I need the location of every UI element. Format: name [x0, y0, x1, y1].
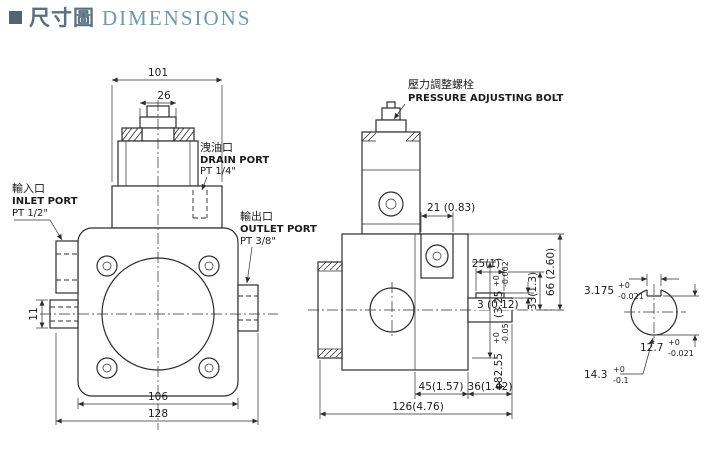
pressure-bolt-label-en: PRESSURE ADJUSTING BOLT	[408, 93, 563, 104]
inlet-port-label: 輸入口 INLET PORT PT 1/2"	[12, 181, 78, 241]
dim-45-label: 45(1.57)	[419, 381, 464, 393]
dim-128-label: 128	[148, 408, 168, 420]
side-flange-hatch	[317, 261, 343, 358]
drain-port-label-cn: 洩油口	[200, 140, 233, 154]
svg-text:(3.25: (3.25	[493, 291, 505, 318]
svg-text:-0.021: -0.021	[668, 349, 694, 358]
inlet-port-label-en: INLET PORT	[12, 196, 78, 207]
square-bullet-icon	[9, 11, 22, 24]
dim-flat-height-label: 14.3 +0 -0.1	[584, 365, 629, 385]
svg-text:-0.021: -0.021	[618, 292, 644, 301]
svg-text:+0: +0	[668, 338, 680, 347]
dim-11-label: 11	[28, 307, 40, 320]
side-view: 壓力調整螺栓 PRESSURE ADJUSTING BOLT 21 (0.83)…	[308, 77, 564, 419]
svg-text:+0: +0	[613, 365, 625, 374]
pressure-bolt-label: 壓力調整螺栓 PRESSURE ADJUSTING BOLT	[393, 77, 563, 120]
dim-26-label: 26	[157, 90, 171, 102]
dim-3-label: 3 (0.12)	[477, 299, 519, 311]
shaft-end-detail: 3.175 +0 -0.021 12.7 +0 -0.021 14.3 +0 -…	[584, 274, 699, 385]
inlet-port-size: PT 1/2"	[12, 208, 48, 219]
outlet-port-label-cn: 輸出口	[240, 209, 273, 223]
dim-126-label: 126(4.76)	[392, 401, 444, 413]
svg-text:3.175: 3.175	[584, 285, 614, 297]
section-header: 尺寸圖 DIMENSIONS	[9, 7, 252, 29]
svg-text:-0.002: -0.002	[501, 261, 510, 287]
svg-text:-0.1: -0.1	[613, 376, 629, 385]
svg-text:φ82.55: φ82.55	[493, 353, 505, 390]
outlet-port-label: 輸出口 OUTLET PORT PT 3/8"	[240, 209, 317, 284]
svg-text:): )	[493, 258, 505, 262]
svg-text:12.7: 12.7	[640, 342, 663, 354]
svg-text:+0: +0	[618, 281, 630, 290]
dim-key-width-label: 3.175 +0 -0.021	[584, 281, 644, 301]
outlet-port-label-en: OUTLET PORT	[240, 224, 317, 235]
dim-21-label: 21 (0.83)	[427, 202, 475, 214]
drain-port-label-en: DRAIN PORT	[200, 155, 269, 166]
front-inlet-block	[55, 240, 79, 294]
dim-66-label: 66 (2.60)	[545, 248, 557, 296]
front-outlet-block	[237, 284, 259, 332]
section-title-chinese: 尺寸圖	[29, 5, 95, 30]
pressure-bolt-label-cn: 壓力調整螺栓	[408, 77, 474, 91]
drain-port-size: PT 1/4"	[200, 166, 236, 177]
outlet-port-size: PT 3/8"	[240, 236, 276, 247]
svg-text:+0: +0	[492, 332, 501, 344]
side-housing-hatch	[361, 131, 421, 142]
front-upper-housing	[111, 185, 223, 229]
dim-36-label: 36(1.42)	[468, 381, 513, 393]
svg-text:-0.05: -0.05	[501, 323, 510, 344]
front-bolt-holes	[96, 255, 220, 379]
front-hatched-flange	[121, 127, 195, 142]
inlet-port-label-cn: 輸入口	[12, 181, 45, 195]
side-upper-housing	[361, 131, 421, 235]
dim-33-label: 33(1.3)	[527, 272, 539, 310]
dim-key-depth-label: 12.7 +0 -0.021	[640, 338, 694, 358]
section-title-english: DIMENSIONS	[102, 6, 252, 30]
svg-text:14.3: 14.3	[584, 369, 607, 381]
drain-port-label: 洩油口 DRAIN PORT PT 1/4"	[200, 140, 269, 191]
dim-101-label: 101	[148, 67, 168, 79]
svg-text:+0: +0	[492, 275, 501, 287]
dim-25-label: 25(1)	[472, 258, 500, 270]
dim-106-label: 106	[148, 391, 168, 403]
bolt-nut	[375, 119, 407, 133]
dim-pilot-diameter-label: φ82.55 +0 -0.05 (3.25 +0 -0.002 )	[492, 258, 510, 390]
side-gauge-boss	[378, 191, 404, 217]
front-view: 101 26 11 106 128 洩油口 DRAIN PORT	[12, 67, 317, 430]
